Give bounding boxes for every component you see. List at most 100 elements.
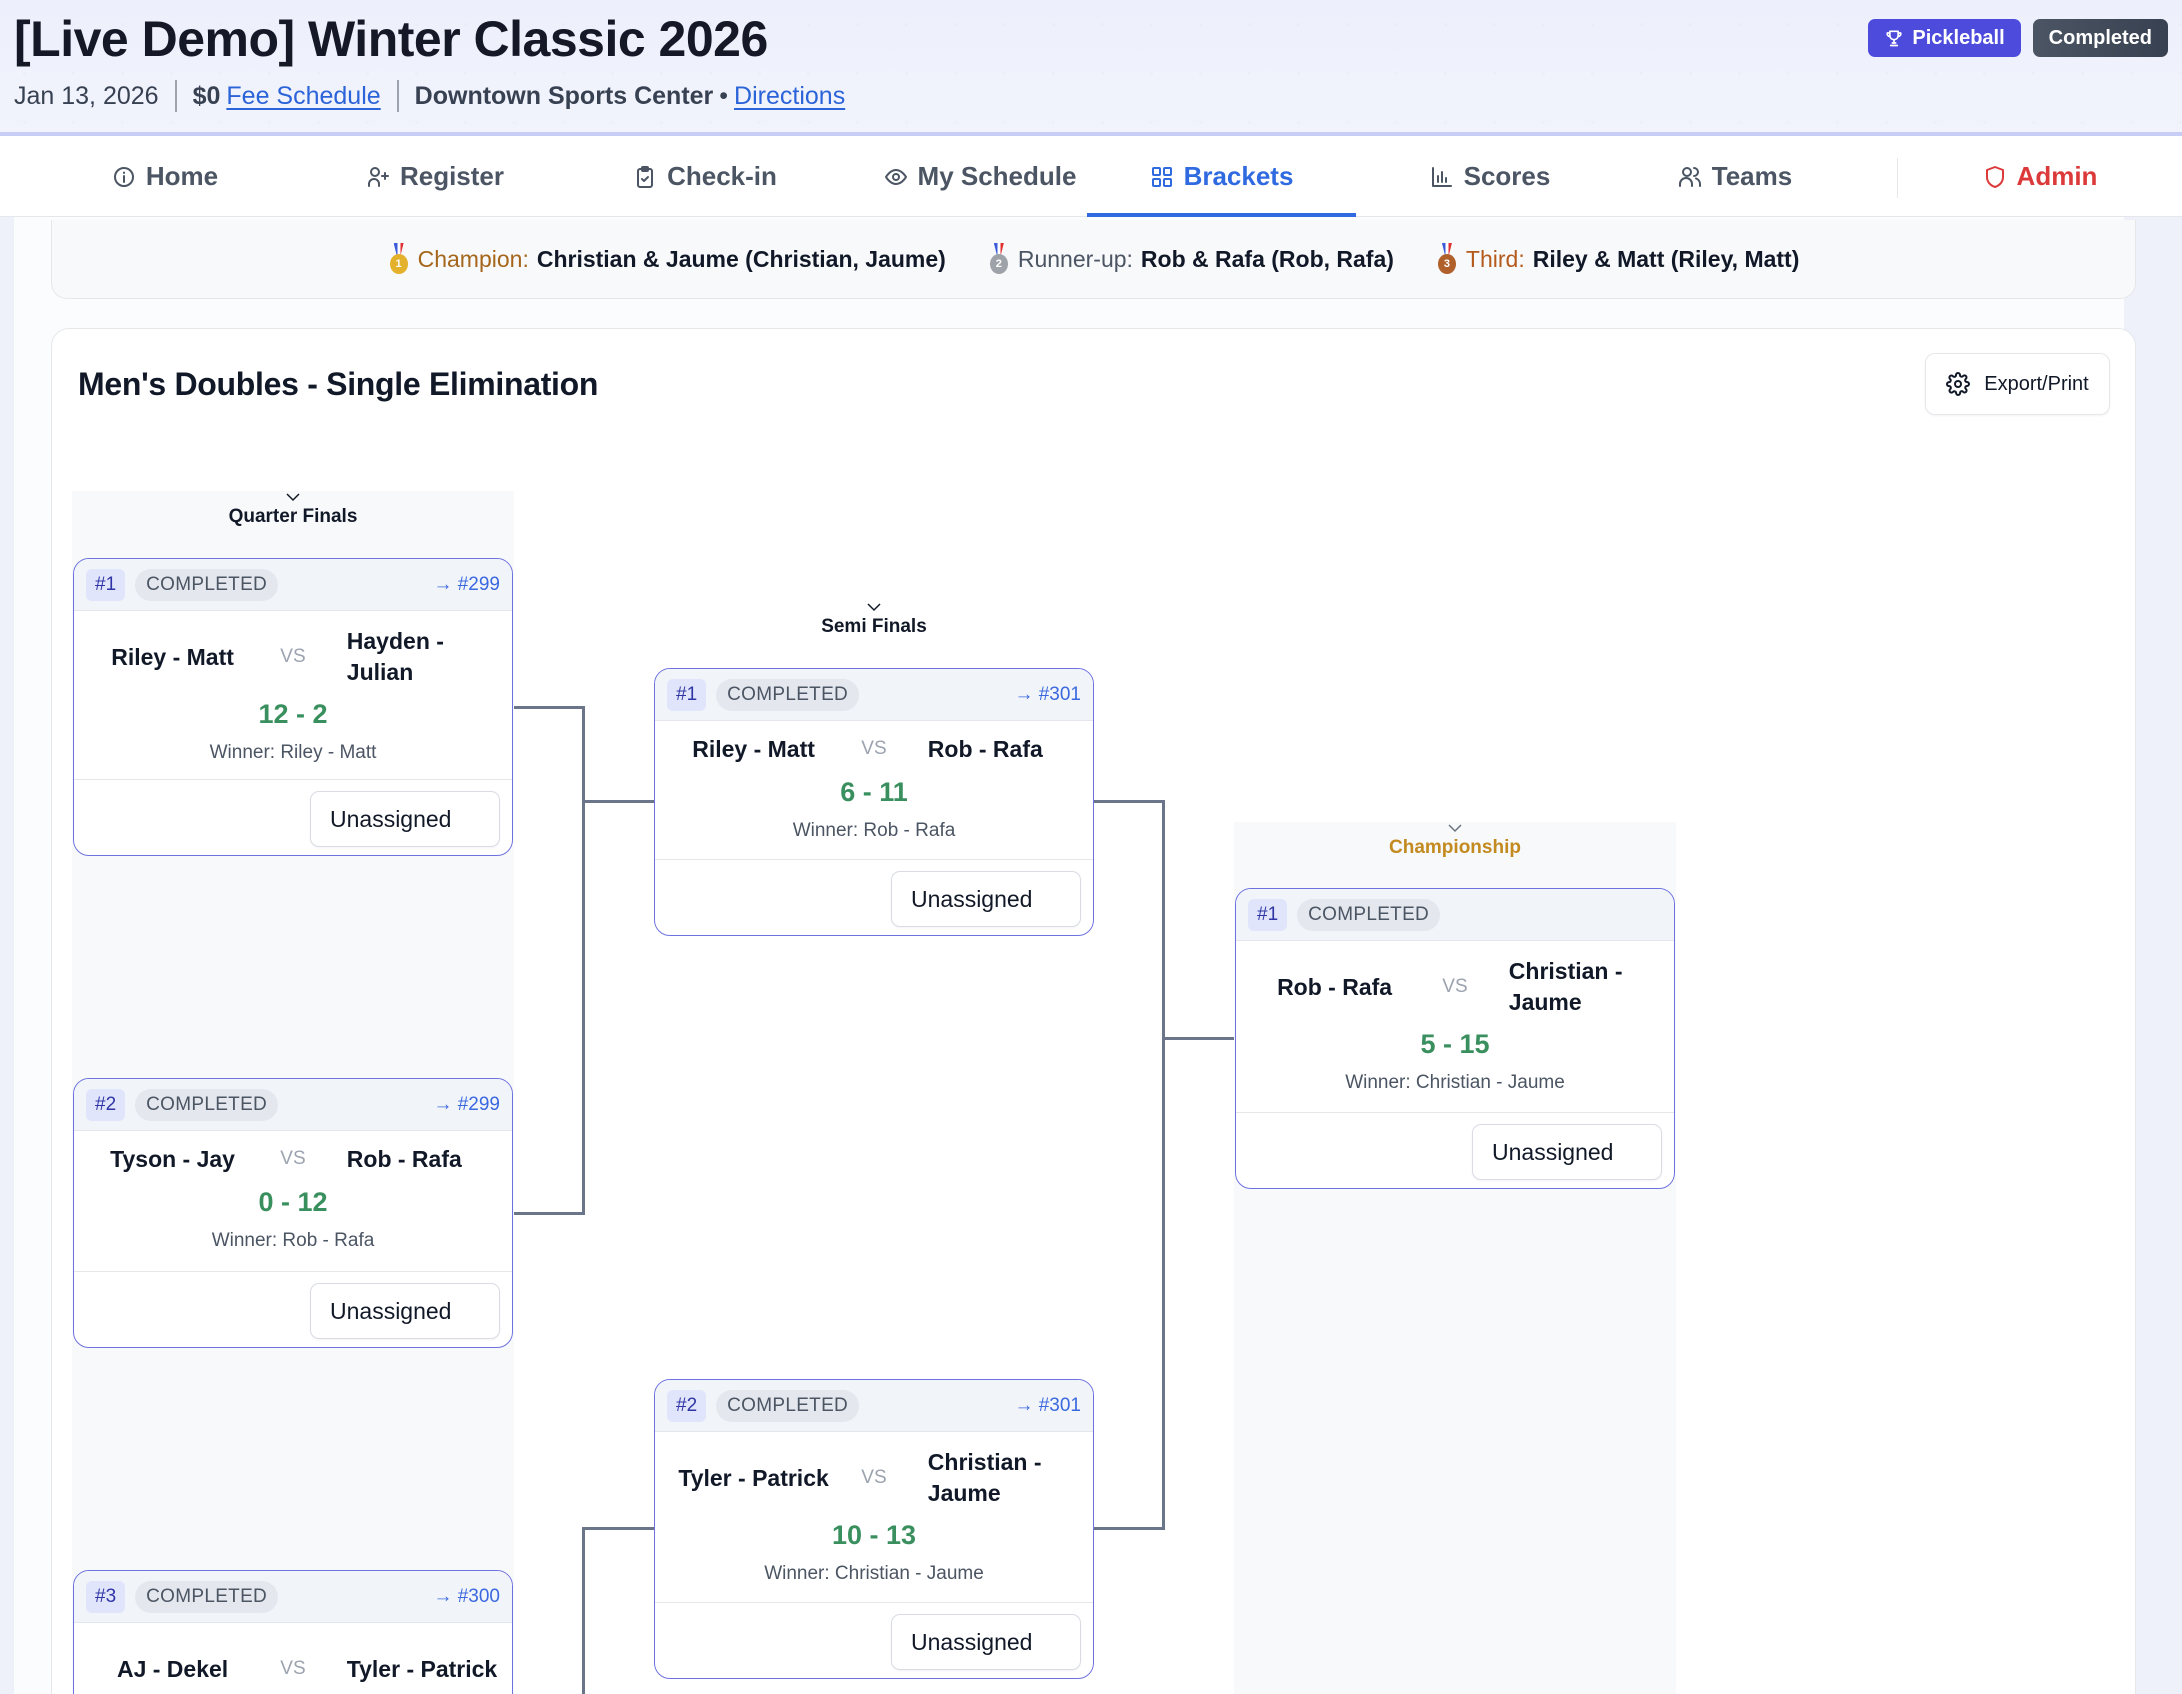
bracket-connector bbox=[582, 800, 654, 803]
bracket-connector bbox=[514, 1212, 585, 1215]
event-price: $0 bbox=[192, 81, 221, 110]
match-number: #2 bbox=[86, 1088, 126, 1121]
export-print-button[interactable]: Export/Print bbox=[1925, 353, 2110, 415]
podium-third: 3 Third: Riley & Matt (Riley, Matt) bbox=[1436, 243, 1799, 275]
tab-register[interactable]: Register bbox=[330, 136, 540, 217]
match-footer: Unassigned bbox=[655, 1602, 1093, 1678]
court-assign-select[interactable]: Unassigned bbox=[891, 871, 1081, 927]
team-2: Christian - Jaume bbox=[927, 1449, 1042, 1506]
next-match-link[interactable]: → #301 bbox=[1014, 1394, 1081, 1416]
court-assign-select[interactable]: Unassigned bbox=[310, 791, 500, 847]
chevron-down-icon bbox=[286, 493, 300, 502]
match-footer: Unassigned bbox=[74, 779, 512, 855]
tab-brackets[interactable]: Brackets bbox=[1087, 136, 1356, 217]
match-winner: Winner: Christian - Jaume bbox=[764, 1563, 984, 1584]
match-winner: Winner: Rob - Rafa bbox=[792, 820, 956, 841]
event-title: [Live Demo] Winter Classic 2026 bbox=[14, 11, 768, 67]
team-2: Hayden - Julian bbox=[346, 628, 444, 685]
team-1: AJ - Dekel bbox=[116, 1655, 229, 1682]
team-2: Tyler - Patrick bbox=[346, 1655, 498, 1682]
tab-teams[interactable]: Teams bbox=[1630, 136, 1840, 217]
court-assign-select[interactable]: Unassigned bbox=[1472, 1124, 1662, 1180]
sport-badge-label: Pickleball bbox=[1912, 26, 2005, 49]
bracket-connector bbox=[1162, 800, 1165, 1530]
tab-admin[interactable]: Admin bbox=[1935, 136, 2145, 217]
court-assign-select[interactable]: Unassigned bbox=[891, 1614, 1081, 1670]
match-teams: AJ - Dekel VS Tyler - Patrick bbox=[74, 1623, 512, 1694]
gear-icon bbox=[1946, 372, 1971, 396]
status-badge-label: Completed bbox=[2048, 26, 2152, 49]
next-match-link[interactable]: → #300 bbox=[433, 1585, 500, 1607]
match-winner: Winner: Rob - Rafa bbox=[211, 1230, 375, 1251]
bracket-connector bbox=[1094, 800, 1165, 803]
event-venue: Downtown Sports Center bbox=[414, 81, 714, 110]
runner-up-value: Rob & Rafa (Rob, Rafa) bbox=[1140, 245, 1394, 272]
match-teams: Tyler - Patrick VS Christian - Jaume bbox=[655, 1432, 1093, 1516]
tab-my-schedule-label: My Schedule bbox=[917, 161, 1077, 191]
tab-register-label: Register bbox=[399, 161, 505, 191]
match-status: COMPLETED bbox=[135, 1088, 279, 1121]
vs-label: VS bbox=[280, 1148, 306, 1169]
bracket-connector bbox=[514, 706, 585, 709]
match-teams: Riley - Matt VS Rob - Rafa bbox=[655, 721, 1093, 771]
team-1: Rob - Rafa bbox=[1277, 973, 1393, 1000]
match-card-sf-2[interactable]: #2 COMPLETED → #301 Tyler - Patrick VS C… bbox=[654, 1379, 1094, 1679]
match-status: COMPLETED bbox=[135, 568, 279, 601]
third-value: Riley & Matt (Riley, Matt) bbox=[1532, 245, 1800, 272]
grid-icon bbox=[1151, 166, 1172, 187]
round-title-quarter-finals[interactable]: Quarter Finals bbox=[73, 493, 513, 528]
match-card-qf-3[interactable]: #3 COMPLETED → #300 AJ - Dekel VS Tyler … bbox=[73, 1570, 513, 1694]
bracket-connector bbox=[1094, 1527, 1165, 1530]
tab-check-in[interactable]: Check-in bbox=[600, 136, 810, 217]
event-date: Jan 13, 2026 bbox=[14, 81, 159, 110]
directions-link[interactable]: Directions bbox=[734, 81, 846, 110]
team-2: Rob - Rafa bbox=[346, 1145, 462, 1172]
match-card-championship[interactable]: #1 COMPLETED Rob - Rafa VS Christian - J… bbox=[1235, 888, 1675, 1189]
fee-schedule-link[interactable]: Fee Schedule bbox=[226, 81, 381, 110]
round-title-championship[interactable]: Championship bbox=[1235, 824, 1675, 859]
match-score: 5 - 15 bbox=[1420, 1029, 1490, 1059]
tab-my-schedule[interactable]: My Schedule bbox=[845, 136, 1115, 217]
vs-label: VS bbox=[861, 1467, 887, 1488]
bracket-connector bbox=[582, 1527, 585, 1694]
next-match-link[interactable]: → #301 bbox=[1014, 683, 1081, 705]
next-match-link[interactable]: → #299 bbox=[433, 1093, 500, 1115]
header-badges: Pickleball Completed bbox=[1868, 19, 2168, 57]
eye-icon bbox=[884, 168, 907, 185]
match-teams: Tyson - Jay VS Rob - Rafa bbox=[74, 1131, 512, 1181]
next-match-link[interactable]: → #299 bbox=[433, 573, 500, 595]
match-score: 10 - 13 bbox=[831, 1520, 917, 1550]
tab-home-label: Home bbox=[145, 161, 219, 191]
trophy-icon bbox=[1886, 30, 1902, 47]
match-header: #2 COMPLETED → #301 bbox=[655, 1380, 1093, 1432]
round-title-semi-finals[interactable]: Semi Finals bbox=[654, 603, 1094, 638]
shield-icon bbox=[1985, 165, 2004, 188]
clipboard-check-icon bbox=[637, 165, 654, 188]
bracket-connector bbox=[582, 706, 585, 1215]
users-icon bbox=[1678, 166, 1701, 187]
bullet-separator: • bbox=[719, 81, 729, 110]
team-1: Riley - Matt bbox=[692, 735, 815, 762]
match-footer: Unassigned bbox=[74, 1271, 512, 1347]
tab-scores-label: Scores bbox=[1463, 161, 1551, 191]
podium-results: 1 Champion: Christian & Jaume (Christian… bbox=[51, 220, 2136, 299]
match-teams: Rob - Rafa VS Christian - Jaume bbox=[1236, 941, 1674, 1025]
match-card-qf-1[interactable]: #1 COMPLETED → #299 Riley - Matt VS Hayd… bbox=[73, 558, 513, 856]
tab-scores[interactable]: Scores bbox=[1385, 136, 1595, 217]
event-header: [Live Demo] Winter Classic 2026 Jan 13, … bbox=[0, 0, 2182, 136]
team-1: Tyson - Jay bbox=[110, 1145, 235, 1172]
runner-up-label: Runner-up: bbox=[1017, 245, 1133, 272]
match-card-sf-1[interactable]: #1 COMPLETED → #301 Riley - Matt VS Rob … bbox=[654, 668, 1094, 936]
court-assign-select[interactable]: Unassigned bbox=[310, 1283, 500, 1339]
match-status: COMPLETED bbox=[1297, 898, 1441, 931]
match-teams: Riley - Matt VS Hayden - Julian bbox=[74, 611, 512, 695]
bracket-title: Men's Doubles - Single Elimination bbox=[78, 366, 599, 402]
tab-teams-label: Teams bbox=[1711, 161, 1793, 191]
tab-admin-label: Admin bbox=[2016, 161, 2098, 191]
match-card-qf-2[interactable]: #2 COMPLETED → #299 Tyson - Jay VS Rob -… bbox=[73, 1078, 513, 1348]
sport-badge: Pickleball bbox=[1868, 19, 2021, 57]
tab-home[interactable]: Home bbox=[60, 136, 270, 217]
champion-value: Christian & Jaume (Christian, Jaume) bbox=[536, 245, 946, 272]
match-number: #1 bbox=[1248, 898, 1288, 931]
champion-label: Champion: bbox=[417, 245, 529, 272]
